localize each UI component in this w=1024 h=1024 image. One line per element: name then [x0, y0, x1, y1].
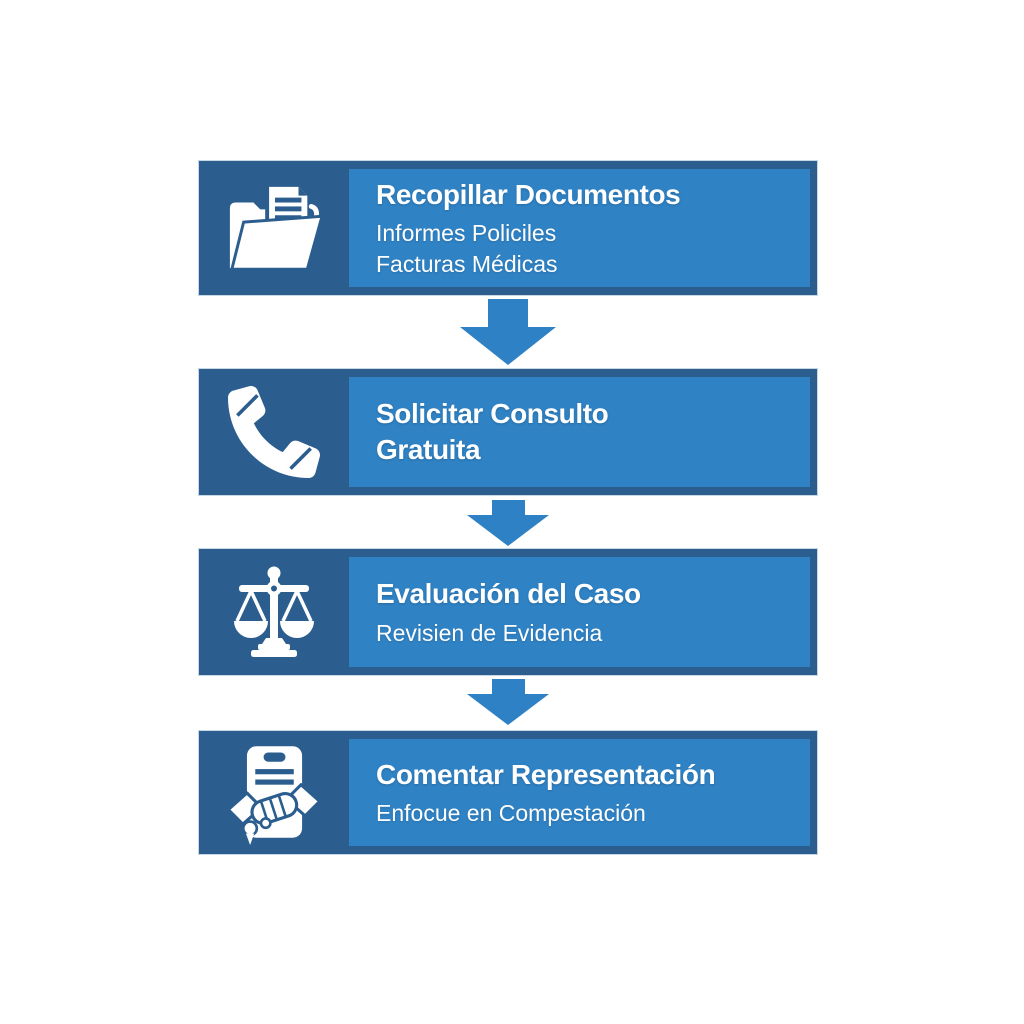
flow-arrow-down-icon	[198, 299, 818, 365]
step-card-recopilar-documentos: Recopillar Documentos Informes Policiles…	[198, 160, 818, 296]
step-icon-area	[199, 549, 349, 675]
step-subtitle: Revisien de Evidencia	[376, 619, 603, 646]
step-title: Solicitar Consulto Gratuita	[376, 397, 609, 465]
step-card-solicitar-consulta: Solicitar Consulto Gratuita	[198, 368, 818, 496]
step-icon-area	[199, 731, 349, 854]
arrow-stem	[488, 299, 528, 327]
handshake-contract-icon	[226, 745, 322, 845]
arrow-stem	[491, 500, 525, 515]
flow-arrow-down-icon	[198, 679, 818, 727]
step-text-panel: Comentar Representación Enfocue en Compe…	[349, 739, 810, 846]
folder-documents-icon	[229, 186, 324, 271]
arrow-head	[467, 515, 549, 546]
step-icon-area	[199, 161, 349, 295]
step-text-panel: Evaluación del Caso Revisien de Evidenci…	[349, 557, 810, 667]
step-text-panel: Recopillar Documentos Informes Policiles…	[349, 169, 810, 287]
phone-handset-icon	[228, 386, 320, 478]
step-text-panel: Solicitar Consulto Gratuita	[349, 377, 810, 487]
step-title: Comentar Representación	[376, 758, 716, 790]
step-subtitle: Enfocue en Compestación	[376, 800, 646, 827]
scales-of-justice-icon	[234, 566, 314, 657]
step-card-comenzar-representacion: Comentar Representación Enfocue en Compe…	[198, 730, 818, 855]
arrow-stem	[491, 679, 525, 694]
step-title: Evaluación del Caso	[376, 578, 641, 610]
flow-arrow-down-icon	[198, 500, 818, 546]
step-title: Recopillar Documentos	[376, 178, 681, 210]
step-subtitle: Informes Policiles Facturas Médicas	[376, 220, 558, 277]
step-icon-area	[199, 369, 349, 495]
arrow-head	[467, 694, 549, 725]
arrow-head	[460, 327, 556, 365]
step-card-evaluacion-caso: Evaluación del Caso Revisien de Evidenci…	[198, 548, 818, 676]
